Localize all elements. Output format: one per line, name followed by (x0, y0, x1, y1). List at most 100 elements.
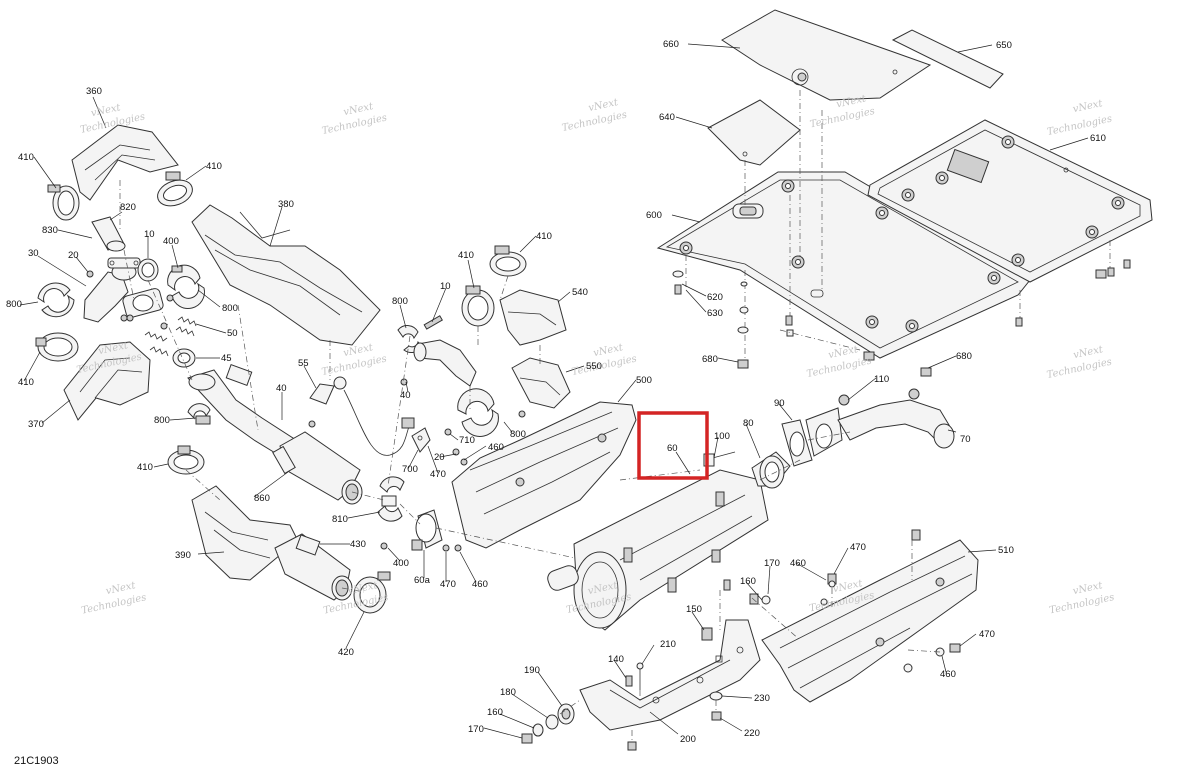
callout-500[interactable]: 500 (636, 375, 652, 386)
callout-470-c[interactable]: 470 (850, 542, 866, 553)
callout-800-a[interactable]: 800 (6, 299, 22, 310)
callout-20-a[interactable]: 20 (68, 250, 79, 261)
callout-470-b[interactable]: 470 (440, 579, 456, 590)
callout-550[interactable]: 550 (586, 361, 602, 372)
callout-230[interactable]: 230 (754, 693, 770, 704)
callout-430[interactable]: 430 (350, 539, 366, 550)
heat-shield-360 (71, 124, 179, 201)
callout-40-b[interactable]: 40 (400, 390, 411, 401)
callout-820[interactable]: 820 (120, 202, 136, 213)
callout-360[interactable]: 360 (86, 86, 102, 97)
callout-410-c[interactable]: 410 (18, 377, 34, 388)
callout-710[interactable]: 710 (459, 435, 475, 446)
svg-text:Technologies: Technologies (571, 354, 638, 379)
pipe-40-left (187, 364, 297, 463)
callout-410-a[interactable]: 410 (18, 152, 34, 163)
callout-180[interactable]: 180 (500, 687, 516, 698)
callout-460-d[interactable]: 460 (940, 669, 956, 680)
callout-410-f[interactable]: 410 (458, 250, 474, 261)
callout-220[interactable]: 220 (744, 728, 760, 739)
heat-shield-550 (511, 357, 571, 409)
callout-680-left[interactable]: 680 (702, 354, 718, 365)
callout-470-a[interactable]: 470 (430, 469, 446, 480)
svg-text:Technologies: Technologies (1048, 592, 1115, 617)
svg-text:Technologies: Technologies (321, 112, 388, 137)
callout-860[interactable]: 860 (254, 493, 270, 504)
callout-630[interactable]: 630 (707, 308, 723, 319)
callout-700[interactable]: 700 (402, 464, 418, 475)
plate-650 (891, 29, 1004, 89)
svg-text:Technologies: Technologies (806, 356, 873, 381)
callout-10-a[interactable]: 10 (144, 229, 155, 240)
svg-text:Technologies: Technologies (80, 592, 147, 617)
catalyst-860 (272, 431, 363, 505)
callout-190[interactable]: 190 (524, 665, 540, 676)
callout-150[interactable]: 150 (686, 604, 702, 615)
callout-100[interactable]: 100 (714, 431, 730, 442)
callout-40-a[interactable]: 40 (276, 383, 287, 394)
callout-410-d[interactable]: 410 (137, 462, 153, 473)
callout-800-d[interactable]: 800 (392, 296, 408, 307)
callout-620[interactable]: 620 (707, 292, 723, 303)
callout-830[interactable]: 830 (42, 225, 58, 236)
callout-210[interactable]: 210 (660, 639, 676, 650)
callout-460-b[interactable]: 460 (472, 579, 488, 590)
callout-660[interactable]: 660 (663, 39, 679, 50)
callout-810[interactable]: 810 (332, 514, 348, 525)
highlight-box[interactable] (637, 411, 709, 480)
callout-70[interactable]: 70 (960, 434, 971, 445)
callout-30[interactable]: 30 (28, 248, 39, 259)
callout-160-b[interactable]: 160 (487, 707, 503, 718)
callout-470-d[interactable]: 470 (979, 629, 995, 640)
callout-55[interactable]: 55 (298, 358, 309, 369)
o2-sensor-55 (309, 376, 415, 456)
heat-shield-380 (191, 204, 381, 346)
callout-800-e[interactable]: 800 (510, 429, 526, 440)
callout-800-b[interactable]: 800 (222, 303, 238, 314)
callout-640[interactable]: 640 (659, 112, 675, 123)
callout-650[interactable]: 650 (996, 40, 1012, 51)
callout-45[interactable]: 45 (221, 353, 232, 364)
callout-540[interactable]: 540 (572, 287, 588, 298)
callout-420[interactable]: 420 (338, 647, 354, 658)
diagram-code: 21C1903 (14, 755, 59, 767)
ring-45 (172, 348, 196, 368)
callout-410-e[interactable]: 410 (536, 231, 552, 242)
svg-text:Technologies: Technologies (809, 106, 876, 131)
callout-410-b[interactable]: 410 (206, 161, 222, 172)
callout-800-c[interactable]: 800 (154, 415, 170, 426)
callout-60[interactable]: 60 (667, 443, 678, 454)
callout-110[interactable]: 110 (874, 374, 889, 385)
callout-90[interactable]: 90 (774, 398, 785, 409)
callout-60a[interactable]: 60a (414, 575, 431, 586)
bolt-170 (521, 733, 533, 744)
clamp-800-lower-left (187, 403, 211, 425)
callout-400-a[interactable]: 400 (163, 236, 179, 247)
callout-170-a[interactable]: 170 (764, 558, 780, 569)
callout-510[interactable]: 510 (998, 545, 1014, 556)
callout-80[interactable]: 80 (743, 418, 754, 429)
callout-400-b[interactable]: 400 (393, 558, 409, 569)
clamp-410-left-top (47, 184, 80, 221)
callout-460-a[interactable]: 460 (488, 442, 504, 453)
callout-200[interactable]: 200 (680, 734, 696, 745)
callout-460-c[interactable]: 460 (790, 558, 806, 569)
callout-140[interactable]: 140 (608, 654, 624, 665)
callout-170-b[interactable]: 170 (468, 724, 484, 735)
callout-380[interactable]: 380 (278, 199, 294, 210)
clamp-800-left (37, 282, 75, 318)
callout-370[interactable]: 370 (28, 419, 44, 430)
callout-10-b[interactable]: 10 (440, 281, 451, 292)
callout-20-b[interactable]: 20 (434, 452, 445, 463)
svg-text:Technologies: Technologies (561, 109, 628, 134)
callout-680-right[interactable]: 680 (956, 351, 972, 362)
callout-390[interactable]: 390 (175, 550, 191, 561)
callout-600[interactable]: 600 (646, 210, 662, 221)
callout-50[interactable]: 50 (227, 328, 238, 339)
plate-600 (656, 171, 1031, 359)
callout-160-a[interactable]: 160 (740, 576, 756, 587)
callout-610[interactable]: 610 (1090, 133, 1106, 144)
callout-labels: 660 650 640 610 600 620 630 680 680 360 … (6, 39, 1106, 745)
highlight-part-60[interactable]: 60 (637, 411, 709, 480)
